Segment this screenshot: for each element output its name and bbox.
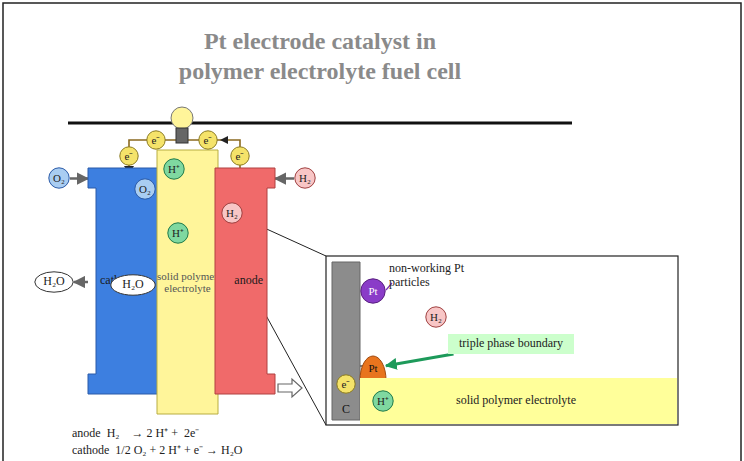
flow-arrow <box>70 177 88 180</box>
title-block: Pt electrode catalyst in polymer electro… <box>60 26 580 86</box>
frame <box>3 3 741 461</box>
node-text: H₂O <box>122 278 144 291</box>
electron-circle: e⁻ <box>230 146 250 166</box>
node-text: anode <box>234 274 263 287</box>
node-text: e⁻ <box>125 150 134 162</box>
electrolyte-membrane: solid polymer electrolyte H⁺ H⁺ <box>157 150 218 414</box>
node-text: solid polymer electrolyte <box>157 270 218 294</box>
flow-arrow <box>275 177 294 180</box>
title: Pt electrode catalyst in polymer electro… <box>155 26 485 86</box>
node-text: H₂ <box>430 311 442 323</box>
light-bulb <box>171 107 193 143</box>
proton-circle: H⁺ <box>167 222 189 244</box>
pt-particle: Pt <box>360 356 386 380</box>
node-text: Pt <box>368 285 377 297</box>
electron-circle: e⁻ <box>146 130 166 150</box>
electrolyte-band: solid polymer electrolyte H⁺ <box>360 378 677 424</box>
flow-arrow <box>74 281 88 284</box>
node-text: H₂ <box>226 207 238 219</box>
node-text: e⁻ <box>204 134 213 146</box>
node-text: H⁺ <box>377 395 389 407</box>
electron-circle: e⁻ <box>119 146 139 166</box>
title-rule <box>68 122 572 125</box>
node-text: triple phase boundary <box>459 337 563 350</box>
node-text: solid polymer electrolyte <box>456 394 576 407</box>
water-ellipse: H₂O <box>34 271 74 293</box>
proton-circle: H⁺ <box>372 390 394 412</box>
cathode-block: cathodeH₂OO₂ <box>88 168 160 394</box>
water-ellipse: H₂O <box>110 274 156 296</box>
annotation: non-working Pt particles <box>389 261 479 290</box>
electron-circle: e⁻ <box>198 130 218 150</box>
pointer-arrow <box>386 354 454 366</box>
pt-particle: Pt <box>360 278 386 304</box>
node-text: H⁺ <box>172 227 184 239</box>
hydrogen-circle: H₂ <box>221 202 243 224</box>
anode-block: anode H₂ <box>215 168 275 394</box>
hydrogen-circle: H₂ <box>294 167 316 189</box>
oxygen-circle: O₂ <box>134 178 156 200</box>
hydrogen-circle: H₂ <box>425 306 447 328</box>
carbon-electrode: Ce⁻ <box>332 262 360 420</box>
node-text: e⁻ <box>342 378 351 390</box>
electron-circle: e⁻ <box>336 374 356 394</box>
proton-circle: H⁺ <box>163 158 185 180</box>
node-text: e⁻ <box>236 150 245 162</box>
node-text: e⁻ <box>152 134 161 146</box>
carbon-electrode-outline <box>332 262 360 420</box>
oxygen-circle: O₂ <box>48 167 70 189</box>
node-text: H⁺ <box>168 163 180 175</box>
boundary-label: triple phase boundary <box>448 334 574 354</box>
node-text: H₂ <box>299 172 311 184</box>
node-text: H₂O <box>43 275 65 288</box>
inset-frame <box>326 256 678 425</box>
node-text: Pt <box>368 362 377 374</box>
node-text: C <box>342 403 350 416</box>
node-text: O₂ <box>53 172 65 184</box>
outlet-arrow <box>278 379 302 397</box>
equation: cathode 1/2 O₂ + 2 H⁺ + e⁻ → H₂O <box>72 443 243 457</box>
node-text: O₂ <box>139 183 151 195</box>
equation: anode H₂ → 2 H⁺ + 2e⁻ <box>72 426 199 440</box>
